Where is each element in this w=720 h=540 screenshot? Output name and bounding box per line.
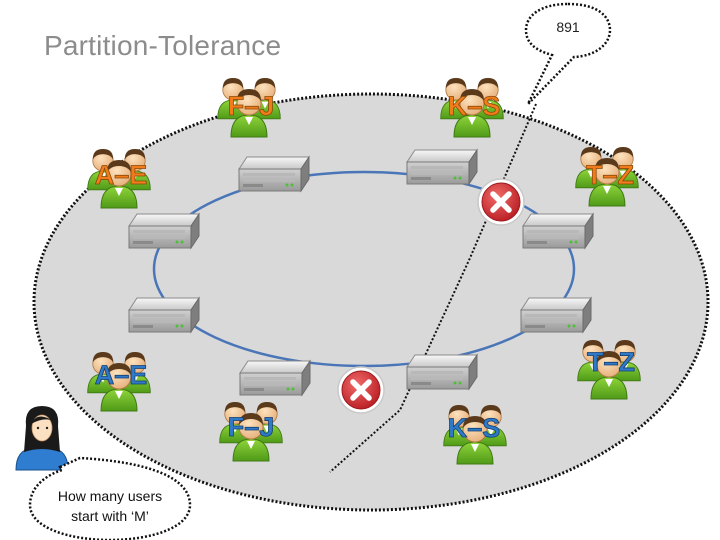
user-group-label: A–E: [95, 360, 148, 390]
user-group-upper-right[interactable]: T–Z: [576, 147, 639, 206]
user-group-top-left[interactable]: F–J: [218, 78, 281, 137]
user-group-bottom-left[interactable]: F–J: [220, 402, 283, 461]
question-bubble: [28, 456, 192, 540]
user-group-label: T–Z: [586, 160, 634, 190]
partition-area: [32, 92, 710, 512]
server-icon[interactable]: [128, 213, 200, 249]
user-group-top-right[interactable]: K–S: [441, 78, 504, 137]
user-group-label: A–E: [95, 160, 148, 190]
user-group-bottom-right[interactable]: K–S: [444, 405, 507, 464]
user-group-label: F–J: [228, 412, 275, 442]
server-icon[interactable]: [520, 297, 592, 333]
partition-split-line: [329, 103, 537, 473]
user-group-label: F–J: [228, 91, 275, 121]
server-icon[interactable]: [128, 297, 200, 333]
user-group-label: K–S: [448, 413, 501, 443]
server-icon[interactable]: [406, 149, 478, 185]
user-group-lower-right[interactable]: T–Z: [578, 340, 641, 399]
server-icon[interactable]: [238, 156, 310, 192]
server-icon[interactable]: [239, 360, 311, 396]
server-ring: [152, 170, 576, 368]
user-group-label: T–Z: [587, 347, 635, 377]
server-icon[interactable]: [406, 354, 478, 390]
counter-value: 891: [556, 19, 580, 35]
counter-bubble: [524, 2, 612, 105]
question-line: start with ‘M’: [71, 508, 149, 524]
user-group-label: K–S: [448, 91, 501, 121]
slide-title: Partition-Tolerance: [44, 30, 282, 61]
red-x-icon: [338, 367, 384, 413]
user-group-upper-left[interactable]: A–E: [88, 149, 151, 208]
woman-user-icon[interactable]: [15, 406, 69, 471]
server-icon[interactable]: [522, 213, 594, 249]
user-group-lower-left[interactable]: A–E: [88, 352, 151, 411]
red-x-icon: [478, 179, 524, 225]
question-line: How many users: [57, 488, 163, 504]
question-text: How many users start with ‘M’: [30, 486, 190, 526]
